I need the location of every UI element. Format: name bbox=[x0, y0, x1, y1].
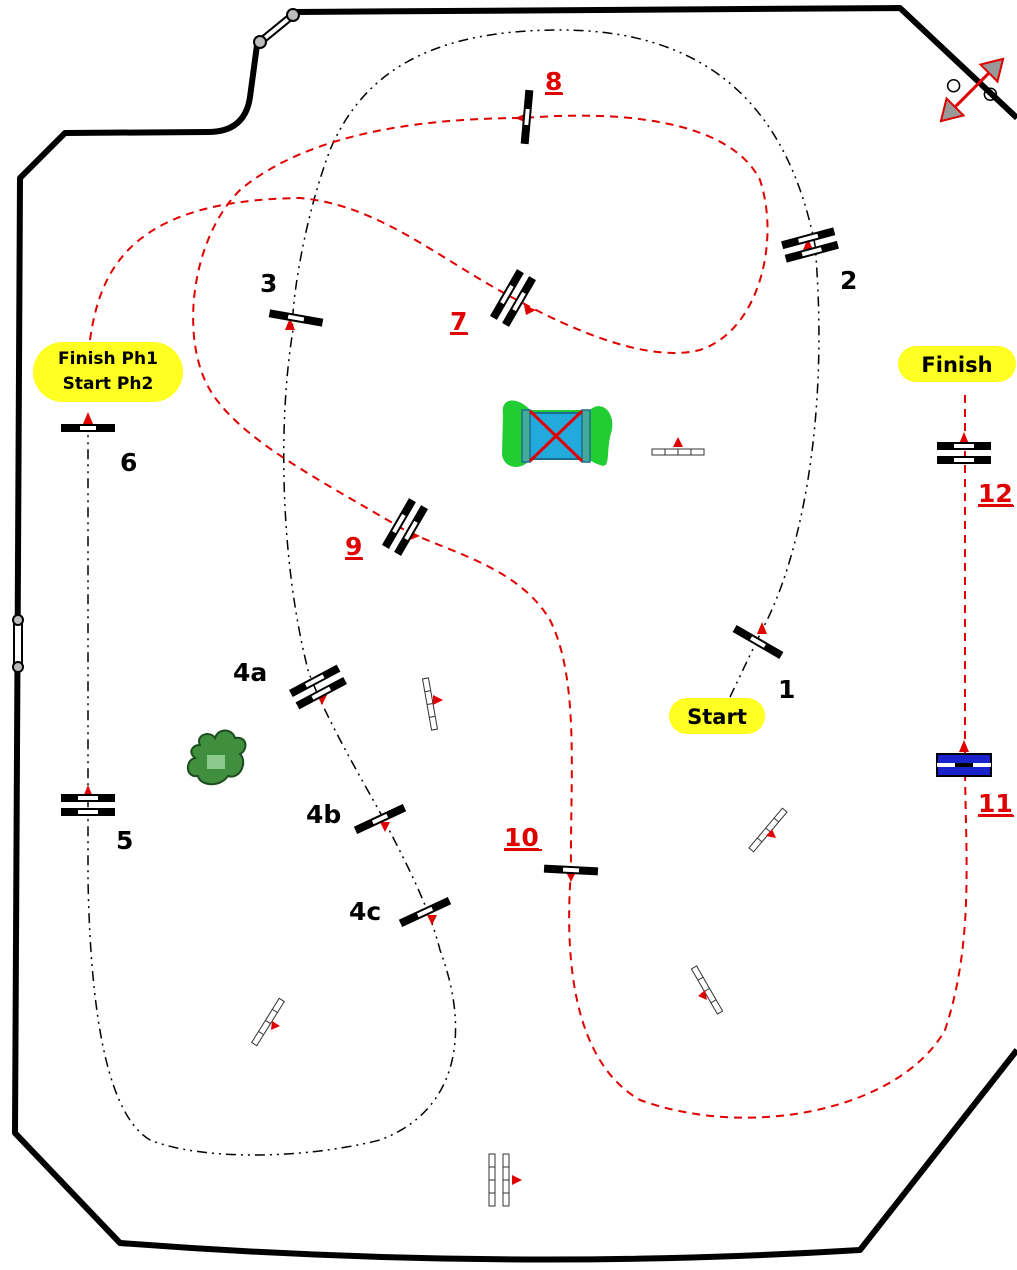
finish-text: Finish bbox=[921, 353, 992, 377]
water-jump-icon bbox=[502, 400, 613, 467]
entrance-gate-icon bbox=[253, 8, 300, 49]
jump-number-4a: 4a bbox=[233, 658, 267, 687]
jump-number-5: 5 bbox=[116, 826, 133, 855]
jump-11 bbox=[936, 753, 992, 777]
unused-obstacle bbox=[651, 448, 705, 456]
unused-obstacle bbox=[502, 1153, 510, 1207]
start-ph2-text: Start Ph2 bbox=[63, 374, 154, 394]
jump-number-10: 10 bbox=[504, 823, 539, 852]
jump-number-12: 12 bbox=[978, 479, 1013, 508]
unused-obstacle bbox=[748, 807, 788, 853]
finish-badge: Finish bbox=[898, 346, 1016, 382]
jump-6 bbox=[61, 424, 115, 432]
start-text: Start bbox=[687, 705, 747, 729]
direction-arrows bbox=[83, 113, 969, 925]
jump-number-7: 7 bbox=[450, 307, 467, 336]
jump-4c bbox=[399, 897, 451, 927]
tree-icon bbox=[186, 729, 247, 786]
unused-obstacle bbox=[488, 1153, 496, 1207]
jump-number-11: 11 bbox=[978, 789, 1013, 818]
jump-number-4b: 4b bbox=[306, 800, 341, 829]
jump-number-8: 8 bbox=[545, 67, 562, 96]
unused-obstacle bbox=[690, 965, 724, 1015]
exit-arrows-icon bbox=[939, 57, 1005, 123]
arena-fence bbox=[12, 5, 1017, 1263]
finish-ph1-start-ph2-badge: Finish Ph1 Start Ph2 bbox=[33, 342, 183, 402]
jump-9 bbox=[382, 498, 428, 556]
jump-number-6: 6 bbox=[120, 448, 137, 477]
jump-4a bbox=[289, 664, 347, 710]
jump-10 bbox=[543, 864, 599, 876]
jump-3 bbox=[268, 309, 324, 327]
jump-number-2: 2 bbox=[840, 266, 857, 295]
unused-obstacle bbox=[422, 677, 438, 731]
jump-4b bbox=[354, 804, 406, 834]
jump-number-9: 9 bbox=[345, 532, 362, 561]
jump-number-4c: 4c bbox=[349, 897, 381, 926]
start-badge: Start bbox=[669, 698, 765, 734]
phase2-track bbox=[89, 114, 968, 1119]
phase1-track bbox=[87, 29, 820, 1156]
jump-number-3: 3 bbox=[260, 269, 277, 298]
unused-obstacle-arrows bbox=[271, 437, 776, 1185]
side-gate-icon bbox=[12, 614, 24, 673]
jump-1 bbox=[732, 625, 784, 659]
jump-8 bbox=[520, 89, 534, 145]
jump-number-1: 1 bbox=[778, 675, 795, 704]
unused-obstacle bbox=[251, 997, 285, 1047]
finish-ph1-text: Finish Ph1 bbox=[58, 349, 158, 369]
